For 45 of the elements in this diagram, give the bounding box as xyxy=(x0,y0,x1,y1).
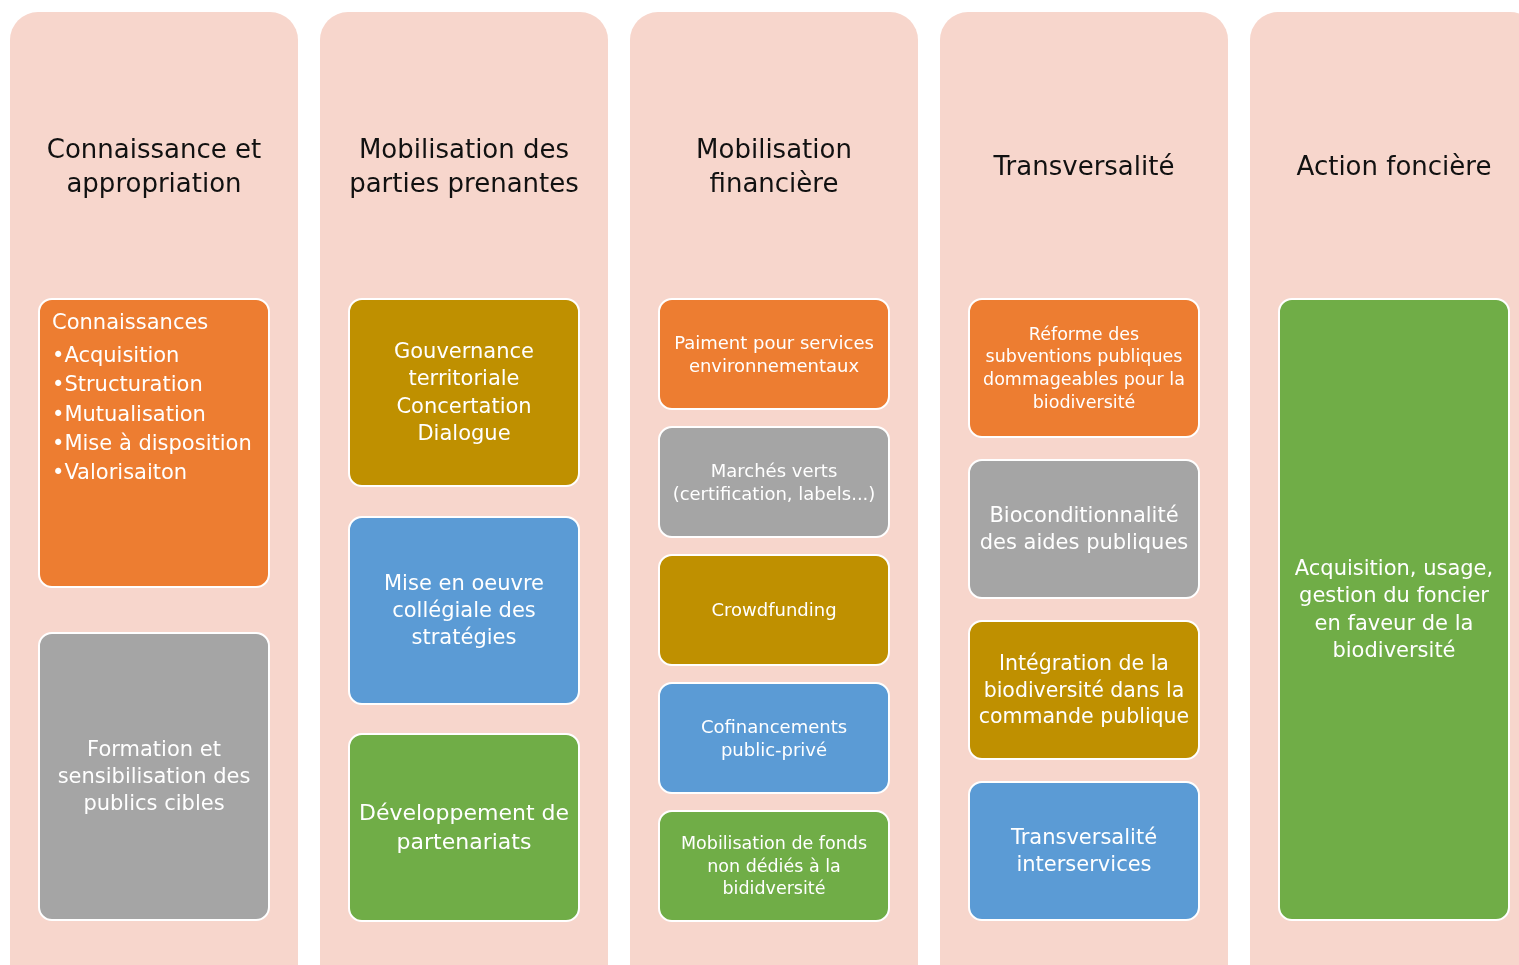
column-heading: Mobilisation des parties prenantes xyxy=(348,133,580,200)
action-box xyxy=(348,516,580,705)
bullet-item: •Acquisition xyxy=(52,343,180,369)
box-text: Mise en oeuvre collégiale des stratégies xyxy=(383,569,545,652)
category-column xyxy=(630,12,918,965)
box-text: Intégration de la biodiversité dans la commande publique xyxy=(978,650,1190,730)
category-column xyxy=(320,12,608,965)
action-box xyxy=(38,632,270,921)
category-column xyxy=(10,12,298,965)
column-heading: Connaissance et appropriation xyxy=(45,133,263,200)
box-text: Formation et sensibilisation des publics cibles xyxy=(56,735,252,818)
box-text: Bioconditionnalité des aides publiques xyxy=(978,501,1190,556)
action-box xyxy=(38,298,270,588)
action-box xyxy=(658,554,890,666)
action-box xyxy=(1278,298,1510,921)
box-text: Cofinancements public-privé xyxy=(699,714,849,762)
bullet-item: •Valorisaiton xyxy=(52,459,188,486)
box-text: Paiment pour services environnementaux xyxy=(673,330,875,378)
action-box xyxy=(348,733,580,922)
action-box xyxy=(658,298,890,410)
box-text: Réforme des subventions publiques dommageables pour la biodiversité xyxy=(982,322,1186,414)
box-text: Transversalité interservices xyxy=(1009,823,1159,878)
category-column xyxy=(940,12,1228,965)
box-text: Mobilisation de fonds non dédiés à la bididversité xyxy=(679,831,869,901)
column-heading: Transversalité xyxy=(993,150,1175,184)
action-box xyxy=(658,810,890,922)
bullet-item: •Structuration xyxy=(52,372,203,398)
box-text: Acquisition, usage, gestion du foncier en faveur de la biodiversité xyxy=(1293,554,1495,664)
column-heading: Action foncière xyxy=(1296,150,1492,184)
action-box xyxy=(658,682,890,794)
action-box xyxy=(658,426,890,538)
column-heading: Mobilisation financière xyxy=(695,133,853,200)
action-box xyxy=(968,620,1200,760)
box-text: Marchés verts (certification, labels...) xyxy=(671,458,877,506)
action-box xyxy=(968,781,1200,921)
action-box xyxy=(968,459,1200,599)
bullet-item: •Mise à disposition xyxy=(52,430,252,456)
action-box xyxy=(348,298,580,487)
list-heading: Connaissances xyxy=(52,310,209,336)
category-column xyxy=(1250,12,1519,965)
box-text: Développement de partenariats xyxy=(358,798,570,856)
bullet-item: •Mutualisation xyxy=(52,401,206,427)
box-text: Gouvernance territoriale Concertation Dialogue xyxy=(393,337,535,447)
action-box xyxy=(968,298,1200,438)
box-text: Crowdfunding xyxy=(711,598,837,622)
